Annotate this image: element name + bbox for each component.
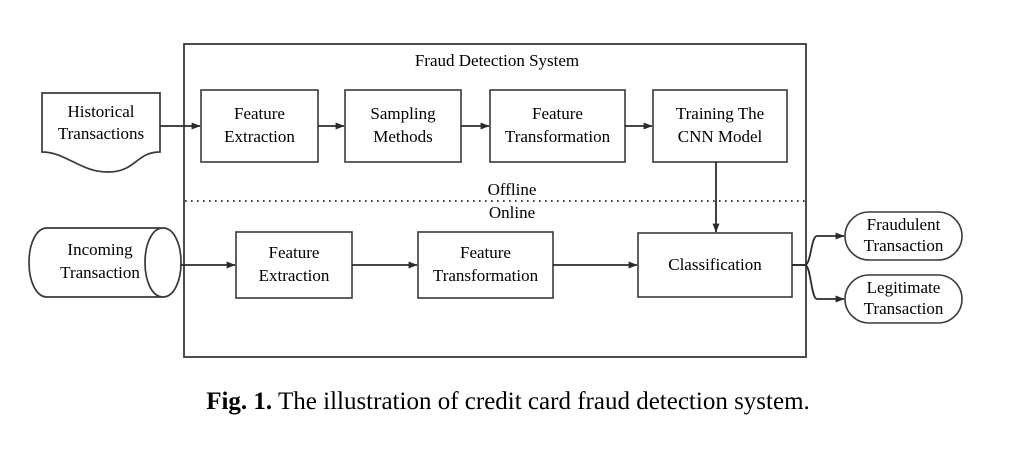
node-fraudulent-transaction-line1: Fraudulent	[867, 215, 941, 234]
fraud-detection-diagram: Fraud Detection System Offline Online Hi…	[28, 43, 963, 358]
node-offline-feature-transformation-line1: Feature	[532, 104, 583, 123]
node-offline-feature-extraction[interactable]: Feature Extraction	[200, 89, 319, 163]
figure-caption: Fig. 1. The illustration of credit card …	[0, 388, 1016, 416]
node-historical-transactions-line1: Historical	[67, 102, 134, 121]
pill-shape	[844, 274, 963, 324]
node-fraudulent-transaction[interactable]: Fraudulent Transaction	[844, 211, 963, 261]
node-offline-feature-extraction-line2: Extraction	[224, 127, 295, 146]
node-legitimate-transaction-line2: Transaction	[864, 299, 944, 318]
online-label: Online	[489, 203, 535, 222]
box-shape	[652, 89, 788, 163]
node-online-feature-transformation-line1: Feature	[460, 243, 511, 262]
node-sampling-methods-line1: Sampling	[370, 104, 436, 123]
node-sampling-methods[interactable]: Sampling Methods	[344, 89, 462, 163]
node-online-feature-transformation[interactable]: Feature Transformation	[417, 231, 554, 299]
node-legitimate-transaction[interactable]: Legitimate Transaction	[844, 274, 963, 324]
node-incoming-transaction[interactable]: Incoming Transaction	[28, 227, 182, 298]
node-offline-feature-transformation[interactable]: Feature Transformation	[489, 89, 626, 163]
node-training-cnn-model-line1: Training The	[676, 104, 764, 123]
node-online-feature-transformation-line2: Transformation	[433, 266, 539, 285]
node-online-feature-extraction[interactable]: Feature Extraction	[235, 231, 353, 299]
figure-caption-prefix: Fig. 1.	[206, 388, 273, 415]
node-online-feature-extraction-line2: Extraction	[259, 266, 330, 285]
node-legitimate-transaction-line1: Legitimate	[867, 278, 941, 297]
node-online-feature-extraction-line1: Feature	[269, 243, 320, 262]
cylinder-cap	[162, 227, 182, 298]
node-historical-transactions-line2: Transactions	[58, 124, 144, 143]
figure-caption-text: The illustration of credit card fraud de…	[278, 388, 810, 415]
offline-label: Offline	[488, 180, 537, 199]
box-shape	[489, 89, 626, 163]
node-training-cnn-model-line2: CNN Model	[678, 127, 763, 146]
node-sampling-methods-line2: Methods	[373, 127, 433, 146]
node-training-cnn-model[interactable]: Training The CNN Model	[652, 89, 788, 163]
node-fraudulent-transaction-line2: Transaction	[864, 236, 944, 255]
connector-classification-to-legitimate	[792, 264, 845, 303]
container-title: Fraud Detection System	[415, 51, 579, 70]
fraud-detection-system-container	[183, 43, 807, 358]
node-incoming-transaction-line2: Transaction	[60, 263, 140, 282]
box-shape	[200, 89, 319, 163]
node-incoming-transaction-line1: Incoming	[67, 240, 133, 259]
node-historical-transactions[interactable]: Historical Transactions	[41, 92, 161, 173]
node-classification-label: Classification	[668, 255, 762, 274]
document-shape	[41, 92, 161, 173]
connector-classification-to-fraudulent	[792, 232, 845, 266]
node-offline-feature-transformation-line2: Transformation	[505, 127, 611, 146]
box-shape	[637, 232, 793, 298]
node-offline-feature-extraction-line1: Feature	[234, 104, 285, 123]
node-classification[interactable]: Classification	[637, 232, 793, 298]
box-shape	[235, 231, 353, 299]
pill-shape	[844, 211, 963, 261]
